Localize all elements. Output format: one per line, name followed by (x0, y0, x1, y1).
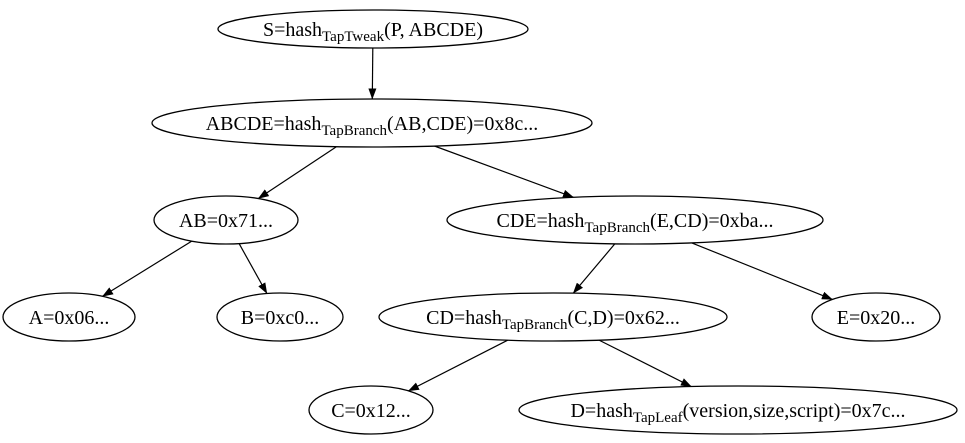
node-ellipse-c (308, 385, 434, 435)
node-label-cd: CD=hashTapBranch(C,D)=0x62... (426, 307, 680, 333)
tree-node-cde: CDE=hashTapBranch(E,CD)=0xba... (446, 195, 824, 245)
edge-abcde-ab (257, 146, 337, 200)
edge-cde-e (691, 242, 833, 300)
node-ellipse-ab (153, 195, 299, 245)
node-label-abcde: ABCDE=hashTapBranch(AB,CDE)=0x8c... (206, 113, 539, 139)
node-label-e: E=0x20... (837, 307, 916, 329)
node-ellipse-b (216, 292, 344, 342)
edge-cde-cd (572, 243, 616, 294)
node-label-c: C=0x12... (331, 400, 411, 422)
tree-node-d: D=hashTapLeaf(version,size,script)=0x7c.… (518, 385, 958, 435)
node-ellipse-e (811, 292, 941, 342)
tree-node-cd: CD=hashTapBranch(C,D)=0x62... (378, 292, 728, 342)
edge-ab-b (238, 243, 268, 294)
tree-node-a: A=0x06... (2, 292, 136, 342)
node-label-d: D=hashTapLeaf(version,size,script)=0x7c.… (570, 400, 905, 426)
tree-node-c: C=0x12... (308, 385, 434, 435)
tree-node-b: B=0xc0... (216, 292, 344, 342)
node-ellipse-d (518, 385, 958, 435)
edge-s-abcde (368, 47, 377, 100)
tree-node-e: E=0x20... (811, 292, 941, 342)
node-label-a: A=0x06... (29, 307, 110, 329)
node-label-ab: AB=0x71... (179, 210, 273, 232)
edge-ab-a (102, 240, 193, 297)
node-ellipse-cde (446, 195, 824, 245)
edge-cd-d (598, 339, 692, 388)
node-ellipse-s (217, 9, 529, 49)
node-ellipse-abcde (151, 98, 593, 148)
node-label-b: B=0xc0... (241, 307, 320, 329)
node-ellipse-cd (378, 292, 728, 342)
node-label-cde: CDE=hashTapBranch(E,CD)=0xba... (496, 210, 773, 236)
node-label-s: S=hashTapTweak(P, ABCDE) (263, 19, 483, 45)
tree-node-ab: AB=0x71... (153, 195, 299, 245)
tree-node-s: S=hashTapTweak(P, ABCDE) (217, 9, 529, 49)
edge-cd-c (407, 339, 508, 392)
tree-node-abcde: ABCDE=hashTapBranch(AB,CDE)=0x8c... (151, 98, 593, 148)
node-ellipse-a (2, 292, 136, 342)
edge-abcde-cde (434, 145, 574, 198)
